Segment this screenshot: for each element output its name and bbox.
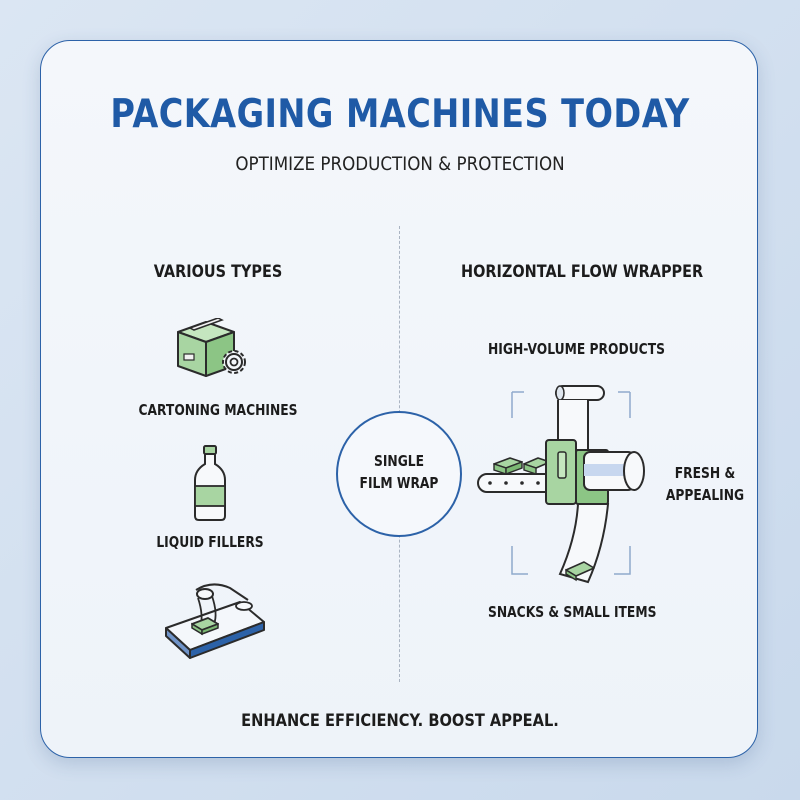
left-heading: VARIOUS TYPES — [153, 262, 283, 282]
liquid-fillers-label: LIQUID FILLERS — [156, 533, 264, 551]
flow-wrapper-machine-icon — [477, 385, 645, 584]
fresh-label-line-2: APPEALING — [665, 486, 745, 504]
single-film-wrap-circle — [336, 411, 462, 537]
circle-line-1: SINGLE — [373, 452, 425, 470]
conveyor-wrapper-icon — [165, 583, 265, 659]
right-heading: HORIZONTAL FLOW WRAPPER — [461, 262, 704, 282]
bottle-icon — [194, 445, 226, 521]
page-title: PACKAGING MACHINES TODAY — [110, 92, 690, 137]
high-volume-products-label: HIGH-VOLUME PRODUCTS — [488, 340, 665, 358]
footer-tagline: ENHANCE EFFICIENCY. BOOST APPEAL. — [241, 711, 559, 731]
page-subtitle: OPTIMIZE PRODUCTION & PROTECTION — [235, 153, 565, 175]
snacks-small-items-label: SNACKS & SMALL ITEMS — [488, 603, 657, 621]
fresh-label-line-1: FRESH & — [674, 464, 736, 482]
cartoning-machines-label: CARTONING MACHINES — [138, 401, 298, 419]
carton-gear-icon — [177, 318, 246, 377]
circle-line-2: FILM WRAP — [359, 474, 439, 492]
